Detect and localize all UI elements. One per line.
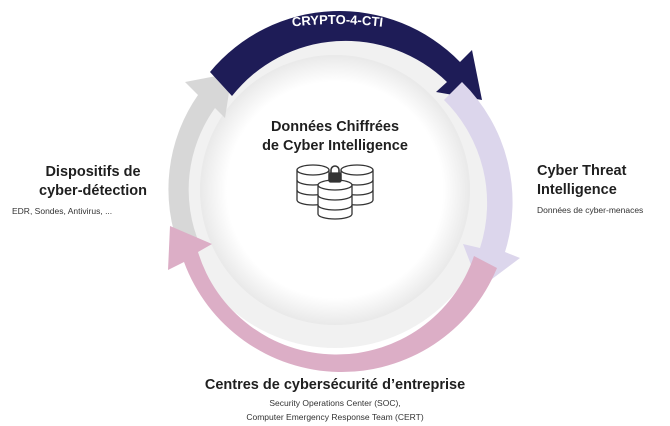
bottom-arc <box>168 226 497 372</box>
bottom-subtitle-line2: Computer Emergency Response Team (CERT) <box>246 412 424 422</box>
top-arc <box>210 11 482 100</box>
left-title-line2: cyber-détection <box>39 183 147 199</box>
left-node-label: Dispositifs de cyber-détection EDR, Sond… <box>12 163 168 217</box>
right-node-label: Cyber Threat Intelligence Données de cyb… <box>537 162 670 216</box>
left-subtitle: EDR, Sondes, Antivirus, ... <box>12 206 113 216</box>
bottom-subtitle-line1: Security Operations Center (SOC), <box>269 398 401 408</box>
right-title-line1: Cyber Threat <box>537 163 627 179</box>
center-title: Données Chiffrées de Cyber Intelligence <box>225 118 445 156</box>
database-front-icon <box>317 179 353 220</box>
left-arc <box>168 73 232 250</box>
center-title-line2: de Cyber Intelligence <box>262 138 408 154</box>
bottom-node-label: Centres de cybersécurité d’entreprise Se… <box>160 376 510 423</box>
lock-icon <box>328 165 342 183</box>
right-arc <box>444 82 520 288</box>
right-subtitle: Données de cyber-menaces <box>537 205 644 215</box>
bottom-title: Centres de cybersécurité d’entreprise <box>204 377 466 393</box>
encrypted-database-icon <box>296 164 374 220</box>
top-arrow-label: CRYPTO-4-CTI <box>291 12 384 30</box>
left-title-line1: Dispositifs de <box>45 164 141 180</box>
right-title-line2: Intelligence <box>537 182 617 198</box>
center-title-line1: Données Chiffrées <box>270 119 400 135</box>
